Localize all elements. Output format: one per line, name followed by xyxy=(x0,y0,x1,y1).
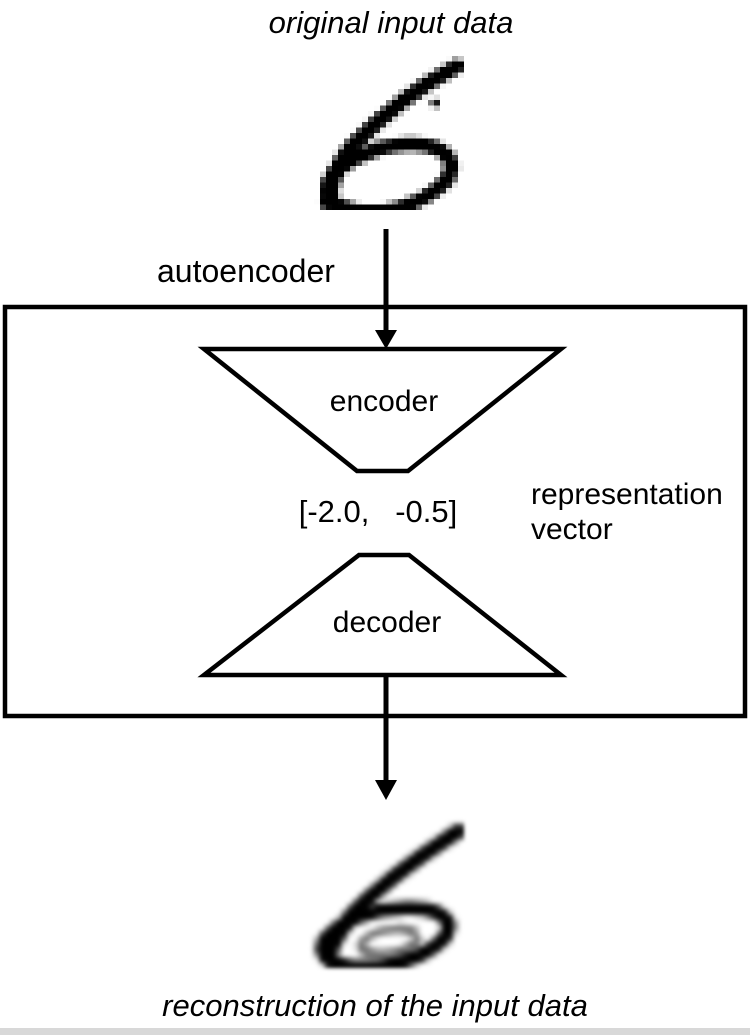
bottom-gray-strip xyxy=(0,1028,750,1035)
reconstructed-digit-image xyxy=(308,818,464,968)
input-arrow xyxy=(375,229,397,349)
encoder-trapezoid xyxy=(197,346,568,474)
autoencoder-box xyxy=(2,304,748,719)
representation-vector-label-line1: representation xyxy=(531,478,723,511)
decoder-trapezoid xyxy=(197,552,568,678)
representation-vector-label: representation vector xyxy=(531,477,723,547)
representation-vector-values: [-2.0, -0.5] xyxy=(298,494,458,529)
reconstruction-caption: reconstruction of the input data xyxy=(162,988,588,1023)
original-digit-image xyxy=(296,56,464,210)
autoencoder-label: autoencoder xyxy=(157,253,335,289)
output-arrow xyxy=(375,675,397,800)
representation-vector-label-line2: vector xyxy=(531,513,613,546)
decoder-label: decoder xyxy=(332,606,442,639)
encoder-label: encoder xyxy=(329,385,439,418)
original-input-caption: original input data xyxy=(268,5,514,40)
